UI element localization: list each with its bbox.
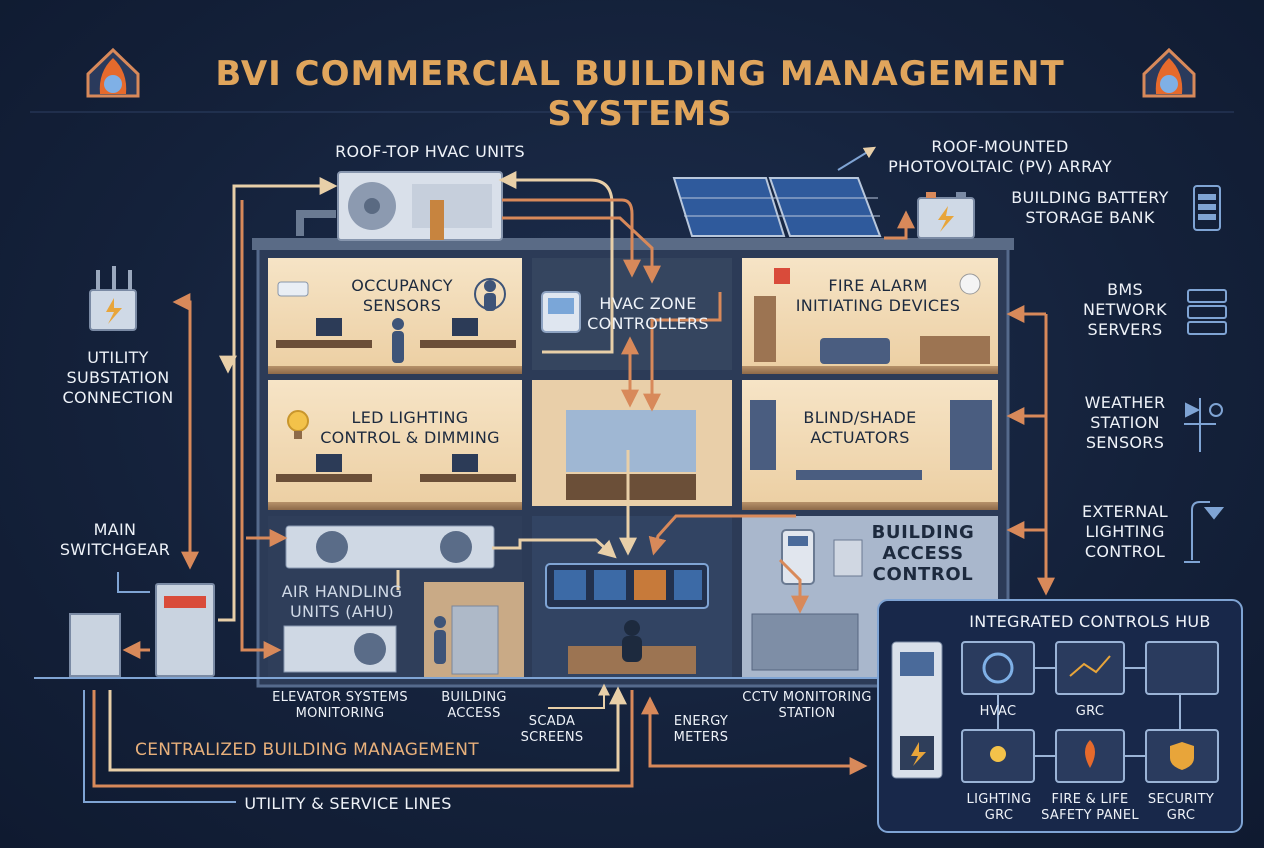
- label-bms-servers: BMS NETWORK SERVERS: [1083, 280, 1167, 339]
- hub-panel-security[interactable]: SECURITY GRC: [1147, 792, 1215, 823]
- label-building-access: BUILDING ACCESS: [441, 690, 507, 721]
- scada-screens: [545, 563, 709, 609]
- label-blind-shade: BLIND/SHADE ACTUATORS: [803, 408, 917, 447]
- label-energy-meters: ENERGY METERS: [673, 714, 729, 745]
- label-elevator: ELEVATOR SYSTEMS MONITORING: [272, 690, 408, 721]
- battery-gauge-icon: [1193, 185, 1221, 231]
- label-utility-substation: UTILITY SUBSTATION CONNECTION: [62, 348, 174, 407]
- label-battery: BUILDING BATTERY STORAGE BANK: [1011, 188, 1169, 227]
- label-utility-service-lines: UTILITY & SERVICE LINES: [244, 794, 452, 813]
- street-lamp-icon: [1184, 501, 1225, 563]
- hub-panel-fire[interactable]: FIRE & LIFE SAFETY PANEL: [1041, 792, 1139, 823]
- transformer-icon: [89, 266, 137, 331]
- label-rooftop-hvac: ROOF-TOP HVAC UNITS: [335, 142, 525, 161]
- label-scada: SCADA SCREENS: [520, 714, 584, 745]
- label-ahu: AIR HANDLING UNITS (AHU): [281, 582, 403, 621]
- label-external-lighting: EXTERNAL LIGHTING CONTROL: [1081, 502, 1169, 561]
- label-centralized-management: CENTRALIZED BUILDING MANAGEMENT: [135, 740, 479, 760]
- room-led: [268, 380, 522, 506]
- solar-panel-icon: [672, 177, 882, 237]
- label-hvac-zone: HVAC ZONE CONTROLLERS: [587, 294, 709, 333]
- person-icons: [392, 280, 496, 363]
- flame-snowflake-house-icon-right: [1142, 47, 1196, 98]
- label-cctv: CCTV MONITORING STATION: [742, 690, 872, 721]
- label-occupancy: OCCUPANCY SENSORS: [351, 276, 453, 315]
- hub-panel-grc[interactable]: GRC: [1075, 704, 1105, 719]
- hub-panel-lighting[interactable]: LIGHTING GRC: [966, 792, 1032, 823]
- lightbulb-icon: [287, 410, 309, 439]
- weather-vane-icon: [1184, 398, 1223, 452]
- label-main-switchgear: MAIN SWITCHGEAR: [59, 520, 171, 559]
- hub-panel-hvac[interactable]: HVAC: [979, 704, 1017, 719]
- flame-snowflake-house-icon-left: [86, 47, 140, 98]
- rooftop-hvac-icon: [296, 171, 503, 241]
- label-access-control: BUILDING ACCESS CONTROL: [871, 522, 975, 585]
- battery-icon: [917, 192, 975, 239]
- label-weather: WEATHER STATION SENSORS: [1084, 393, 1166, 452]
- server-rack-icon: [1187, 289, 1227, 335]
- label-led-lighting: LED LIGHTING CONTROL & DIMMING: [320, 408, 500, 447]
- label-fire-alarm: FIRE ALARM INITIATING DEVICES: [795, 276, 961, 315]
- label-pv-array: ROOF-MOUNTED PHOTOVOLTAIC (PV) ARRAY: [888, 137, 1112, 176]
- hub-title: INTEGRATED CONTROLS HUB: [969, 612, 1211, 631]
- page-title: BVI COMMERCIAL BUILDING MANAGEMENT SYSTE…: [215, 54, 1065, 134]
